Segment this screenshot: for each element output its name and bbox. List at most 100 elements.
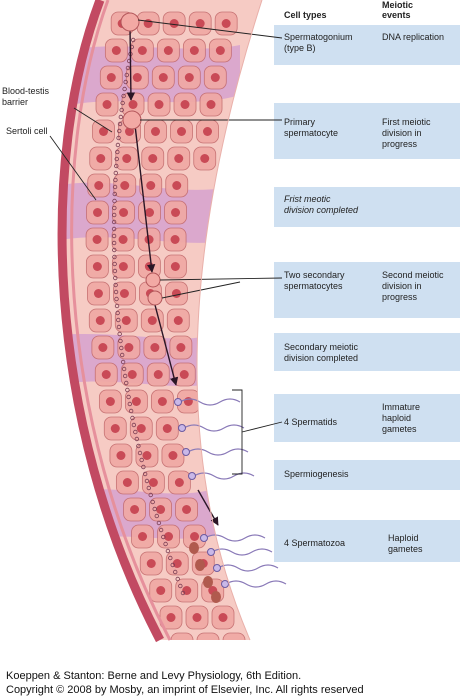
panel-row-4 [274, 262, 460, 318]
cell-nucleus [174, 478, 184, 487]
tight-junction [112, 247, 117, 253]
tight-junction [121, 93, 126, 99]
cell-nucleus [190, 532, 200, 541]
label-btb-line1: Blood-testis [2, 86, 50, 96]
tight-junction [112, 205, 117, 211]
tight-junction [125, 65, 131, 71]
row1-cell-line2: (type B) [284, 43, 316, 53]
panel-row-5 [274, 333, 460, 371]
cell-nucleus [174, 154, 184, 163]
header-meiotic-line1: Meiotic [382, 0, 414, 10]
tight-junction [123, 79, 128, 85]
label-blood-testis-barrier: Blood-testis barrier [2, 86, 49, 108]
tight-junction [118, 114, 124, 120]
cell-nucleus [169, 19, 179, 28]
credit-line-2: Copyright © 2008 by Mosby, an imprint of… [6, 684, 364, 696]
tight-junction [118, 338, 123, 344]
row8-event-line1: Haploid [388, 533, 419, 543]
row5-cell-line2: division completed [284, 353, 359, 363]
blood-testis-barrier-junctions [111, 37, 186, 596]
panel-row-6 [274, 394, 460, 442]
cell-nucleus [94, 181, 104, 190]
cell-nucleus [164, 532, 174, 541]
cell-nucleus [124, 343, 134, 352]
panel-row-2 [274, 103, 460, 159]
cell-nucleus [182, 505, 192, 514]
basement-membrane-inner [70, 0, 172, 641]
row3-cell-line1: Frist meotic [284, 194, 331, 204]
leader-lines [49, 19, 283, 475]
row5-cell-type: Secondary meiotic division completed [284, 342, 358, 364]
cell-nucleus [92, 262, 102, 271]
cell-nucleus [102, 100, 112, 109]
cell-nucleus [150, 343, 160, 352]
tight-junction [130, 415, 135, 421]
tight-junction [115, 149, 120, 155]
tight-junction [150, 499, 155, 505]
row5-cell-line1: Secondary meiotic [284, 342, 359, 352]
tight-junction [111, 233, 117, 239]
cell-nucleus [202, 127, 212, 136]
row2-event: First meiotic division in progress [382, 117, 431, 150]
basement-membrane [57, 0, 164, 643]
tight-junction [127, 401, 133, 407]
tight-junction [170, 562, 175, 568]
tight-junction [111, 212, 117, 218]
spermatid-heads [174, 398, 229, 588]
cell-nucleus [206, 100, 216, 109]
cell-nucleus [132, 73, 142, 82]
tight-junction [126, 394, 131, 400]
tight-junction [117, 331, 122, 337]
tight-junction [119, 107, 124, 113]
row4-event-line3: progress [382, 292, 418, 302]
row6-cell-type: 4 Spermatids [284, 417, 337, 428]
cell-nucleus [218, 613, 228, 622]
label-sertoli-cell: Sertoli cell [6, 126, 48, 136]
cell-nucleus [170, 235, 180, 244]
cell-nucleus [142, 451, 152, 460]
tight-junction [168, 555, 173, 561]
tight-junction [141, 464, 146, 470]
tight-junction [113, 289, 119, 295]
tight-junction [114, 303, 120, 309]
spermatid-tails [179, 398, 287, 588]
cell-nucleus [144, 262, 154, 271]
cell-nucleus [122, 154, 132, 163]
cell-nucleus [121, 316, 131, 325]
tight-junction [114, 156, 119, 162]
cell-nucleus [95, 316, 105, 325]
cell-nucleus [150, 127, 160, 136]
row1-cell-line1: Spermatogonium [284, 32, 353, 42]
cell-nucleus [122, 478, 132, 487]
cell-nucleus [143, 19, 153, 28]
row6-event-line2: haploid [382, 413, 412, 423]
tight-junction [119, 352, 125, 358]
tight-junction [112, 261, 117, 267]
tight-junction [158, 527, 164, 533]
row6-event-line1: Immature [382, 402, 421, 412]
tight-junction [117, 121, 123, 127]
row4-cell-line1: Two secondary [284, 270, 345, 280]
cell-nucleus [195, 19, 205, 28]
cell-nucleus [119, 208, 129, 217]
table-panels [274, 25, 460, 562]
cell-nucleus [183, 397, 193, 406]
row2-event-line1: First meiotic [382, 117, 431, 127]
row4-event-line1: Second meiotic [382, 270, 444, 280]
cell-nucleus [172, 559, 182, 568]
row2-event-line3: progress [382, 139, 418, 149]
tight-junction [161, 534, 166, 540]
tight-junction [144, 478, 150, 484]
cell-nucleus [172, 181, 182, 190]
tight-junction [116, 324, 122, 330]
tight-junction [120, 100, 125, 106]
label-btb-line2: barrier [2, 97, 29, 107]
row4-cell-line2: spermatocytes [284, 281, 343, 291]
tight-junction [163, 541, 168, 547]
cell-nucleus [215, 46, 225, 55]
tight-junction [165, 548, 171, 554]
tubule-inner-edge [196, 0, 263, 641]
row1-cell-type: Spermatogonium (type B) [284, 32, 353, 54]
cell-nucleus [158, 73, 168, 82]
